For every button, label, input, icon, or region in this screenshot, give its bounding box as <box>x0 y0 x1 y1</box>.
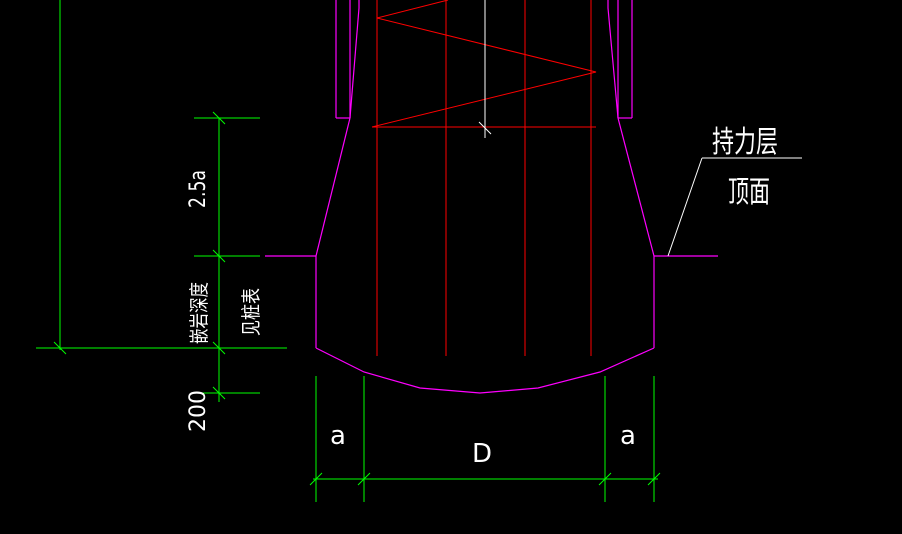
dimension-label-200: 200 <box>186 390 211 432</box>
reinforcement-cage <box>371 0 597 356</box>
bearing-layer-label-line2: 顶面 <box>728 175 770 210</box>
center-axis <box>478 0 492 138</box>
dimension-label-a-left: a <box>330 421 346 451</box>
dimension-label-D: D <box>472 439 492 469</box>
embed-depth-label: 嵌岩深度 <box>187 282 211 344</box>
dimension-lines <box>36 0 661 502</box>
dimension-label-2-5a: 2.5a <box>186 170 211 208</box>
bearing-layer-label-line1: 持力层 <box>712 125 778 160</box>
bearing-layer-leader <box>667 157 802 257</box>
see-pile-table-label: 见桩表 <box>239 288 263 336</box>
dimension-label-a-right: a <box>620 421 636 451</box>
pile-outline <box>265 0 718 394</box>
